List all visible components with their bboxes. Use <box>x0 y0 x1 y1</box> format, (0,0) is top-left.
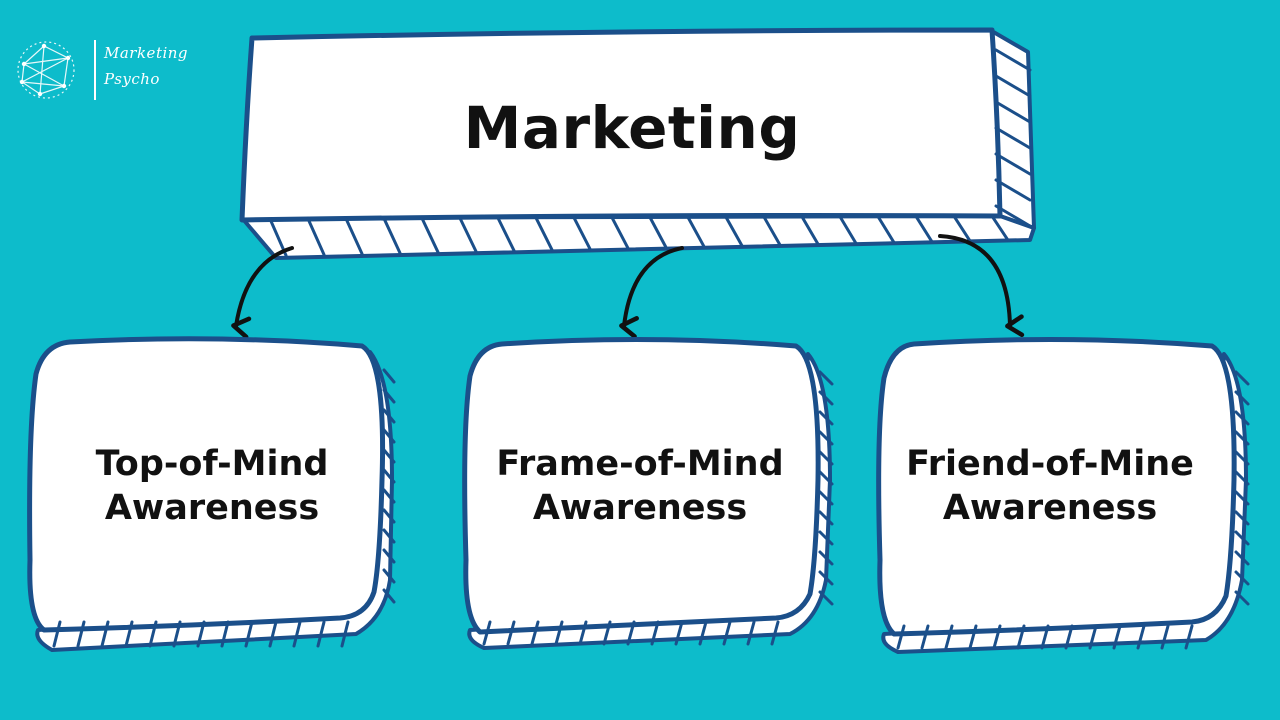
logo-line-2: Psycho <box>104 70 160 88</box>
arrow-to-child-1 <box>231 246 294 340</box>
logo-line-1: Marketing <box>104 44 189 62</box>
child-1-line-1: Top-of-Mind <box>95 444 329 484</box>
child-node-box-3 <box>876 336 1250 654</box>
child-node-label-1: Top-of-Mind Awareness <box>42 356 382 616</box>
child-1-line-2: Awareness <box>104 488 320 528</box>
logo-divider <box>94 40 96 100</box>
child-node-box-2 <box>462 336 834 650</box>
brand-logo: Marketing Psycho <box>14 38 188 104</box>
child-node-label-3: Friend-of-Mine Awareness <box>880 356 1220 616</box>
child-node-label-2: Frame-of-Mind Awareness <box>470 356 810 616</box>
child-2-line-2: Awareness <box>532 488 748 528</box>
arrow-to-child-3 <box>938 234 1025 338</box>
child-2-line-1: Frame-of-Mind <box>496 444 784 484</box>
child-node-box-1 <box>27 336 396 652</box>
logo-wordmark: Marketing Psycho <box>104 40 188 92</box>
child-3-line-2: Awareness <box>942 488 1158 528</box>
root-node-box <box>239 27 1036 260</box>
network-polygon-icon <box>17 41 75 99</box>
arrow-to-child-2 <box>619 246 684 339</box>
child-3-line-1: Friend-of-Mine <box>906 444 1194 484</box>
root-node-label: Marketing <box>463 94 801 162</box>
